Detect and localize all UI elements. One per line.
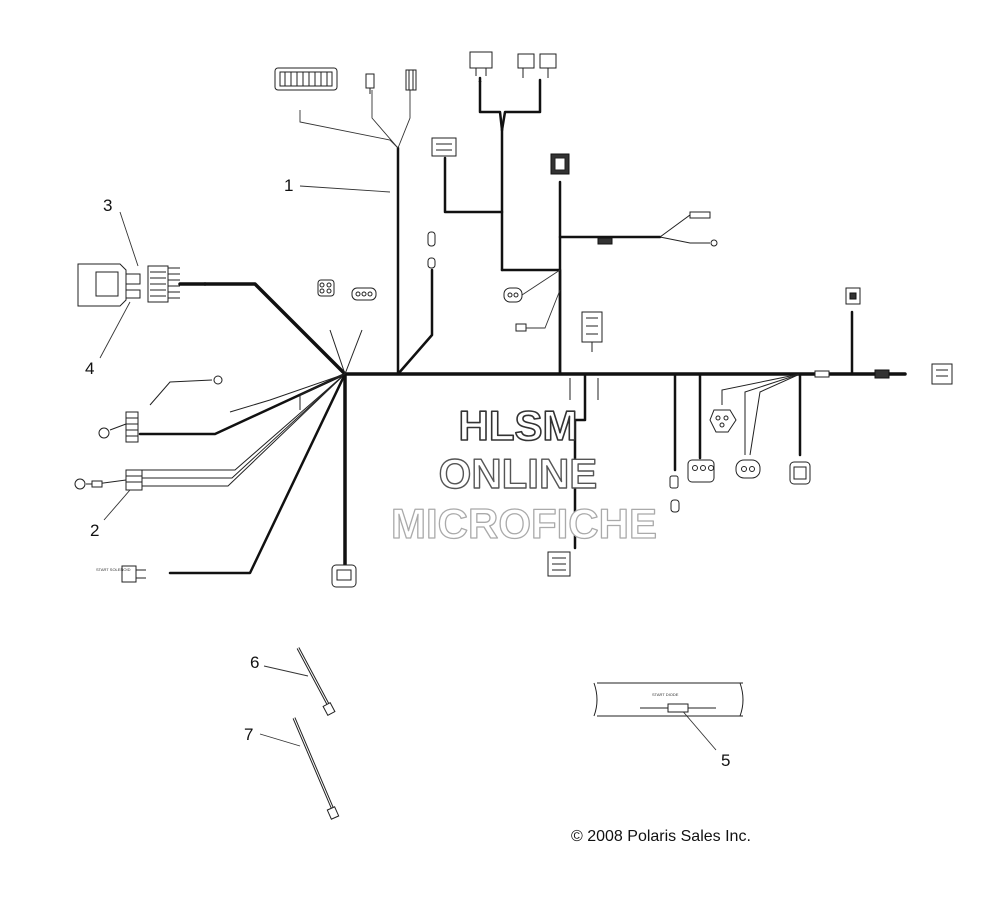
callout-6: 6 — [250, 653, 259, 672]
watermark: HLSM ONLINE MICROFICHE — [390, 401, 657, 547]
main-harness — [138, 128, 907, 575]
watermark-line-1: HLSM — [459, 402, 578, 449]
cable-tie-6 — [296, 647, 336, 716]
ring-terminal-left-top — [149, 375, 223, 406]
oval-connector — [503, 269, 561, 332]
fuse-connector — [581, 311, 603, 352]
watermark-line-2: ONLINE — [439, 450, 598, 497]
callout-1: 1 — [284, 176, 293, 195]
callout-4: 4 — [85, 359, 94, 378]
multi-pin-connector-top — [274, 67, 411, 149]
start-solenoid-label: START SOLENOID — [96, 567, 131, 572]
connectors: — — [74, 51, 953, 588]
square-connector-mid — [431, 137, 457, 157]
callout-7: 7 — [244, 725, 253, 744]
callout-leaders — [99, 185, 717, 751]
start-solenoid-connector: START SOLENOID — [96, 565, 146, 583]
callout-numbers: 1 2 3 4 5 6 7 — [85, 176, 730, 770]
callout-5: 5 — [721, 751, 730, 770]
oval-sensor-connector — [735, 459, 761, 479]
callout-2: 2 — [90, 521, 99, 540]
three-pin-connector-right — [709, 409, 737, 433]
callout-3: 3 — [103, 196, 112, 215]
spade-terminal — [669, 475, 680, 513]
start-diode-label: START DIODE — [652, 692, 679, 697]
bullet-connector — [427, 231, 436, 269]
bottom-connector-middle — [547, 551, 571, 577]
bottom-connector-left — [331, 564, 357, 588]
cable-tie-7 — [292, 717, 340, 820]
twin-round-connector — [317, 279, 335, 297]
single-terminal-connector — [365, 73, 375, 94]
square-sensor-connector — [687, 459, 715, 483]
ring-terminal-right — [597, 211, 718, 247]
copyright-text: © 2008 Polaris Sales Inc. — [571, 828, 751, 845]
end-connector-right — [814, 363, 953, 385]
relay-connector-2 — [517, 53, 557, 78]
small-connector-right — [845, 287, 861, 305]
flat-connector — [405, 69, 417, 91]
relay-socket-left — [77, 263, 207, 307]
terminal-block-connector — [550, 153, 570, 175]
rect-sensor-connector — [789, 461, 811, 485]
watermark-line-3: MICROFICHE — [391, 500, 657, 547]
multi-wire-connector-left — [98, 411, 139, 443]
ring-connector-item-2 — [74, 469, 143, 491]
start-diode-assembly: START DIODE — [593, 682, 744, 717]
triple-round-connector — [351, 287, 377, 301]
